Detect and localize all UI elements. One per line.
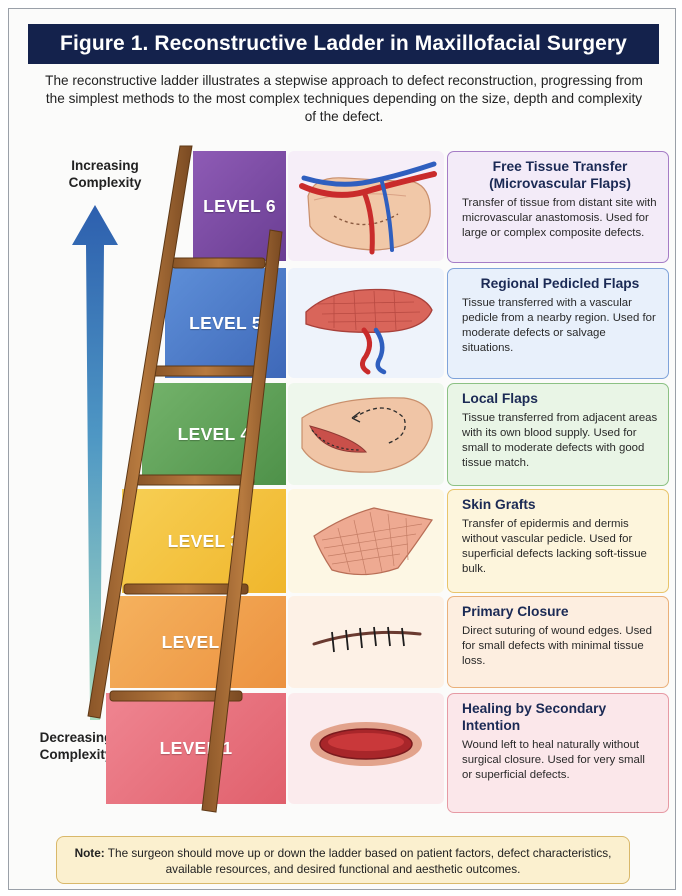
intro-text: The reconstructive ladder illustrates a … — [42, 72, 646, 126]
level-2-card: Primary Closure Direct suturing of wound… — [447, 596, 669, 688]
level-2-description: Direct suturing of wound edges. Used for… — [462, 624, 658, 669]
skin-graft-icon — [294, 494, 438, 588]
level-4-title: Local Flaps — [462, 390, 658, 407]
level-6-card: Free Tissue Transfer (Microvascular Flap… — [447, 151, 669, 263]
ladder-icon — [80, 140, 300, 820]
level-3-title: Skin Grafts — [462, 496, 658, 513]
pedicled-flap-icon — [294, 272, 438, 372]
level-3-card: Skin Grafts Transfer of epidermis and de… — [447, 489, 669, 593]
level-6-title: Free Tissue Transfer (Microvascular Flap… — [462, 158, 658, 192]
note-box: Note: The surgeon should move up or down… — [56, 836, 630, 884]
level-4-description: Tissue transferred from adjacent areas w… — [462, 411, 658, 471]
level-5-card: Regional Pedicled Flaps Tissue transferr… — [447, 268, 669, 379]
level-5-title: Regional Pedicled Flaps — [462, 275, 658, 292]
open-wound-icon — [294, 698, 438, 798]
note-lead: Note: — [75, 846, 105, 860]
level-4-card: Local Flaps Tissue transferred from adja… — [447, 383, 669, 486]
level-1-card: Healing by Secondary Intention Wound lef… — [447, 693, 669, 813]
level-2-title: Primary Closure — [462, 603, 658, 620]
sutured-wound-icon — [294, 600, 438, 684]
microvascular-flap-icon — [294, 156, 438, 256]
level-1-description: Wound left to heal naturally without sur… — [462, 738, 658, 783]
figure-title: Figure 1. Reconstructive Ladder in Maxil… — [28, 24, 659, 64]
level-5-description: Tissue transferred with a vascular pedic… — [462, 296, 658, 356]
level-1-title: Healing by Secondary Intention — [462, 700, 658, 734]
level-6-description: Transfer of tissue from distant site wit… — [462, 196, 658, 241]
level-3-description: Transfer of epidermis and dermis without… — [462, 517, 658, 577]
local-flap-icon — [294, 388, 438, 480]
note-text: The surgeon should move up or down the l… — [108, 846, 612, 876]
